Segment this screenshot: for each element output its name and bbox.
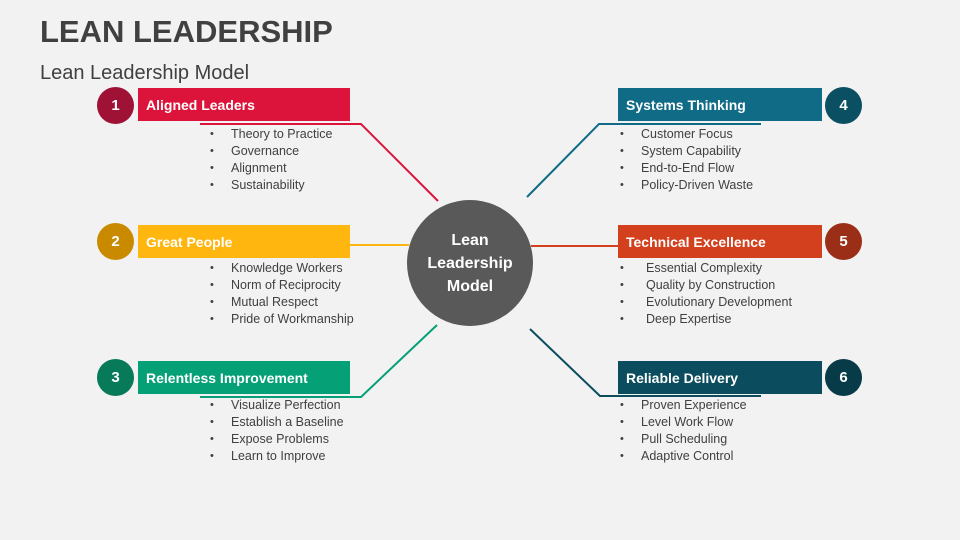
list-item: Proven Experience [620, 397, 747, 414]
list-item: Governance [210, 143, 332, 160]
connector-6 [529, 328, 761, 397]
pillar-2-list: Knowledge Workers Norm of Reciprocity Mu… [210, 260, 354, 328]
list-item: Pride of Workmanship [210, 311, 354, 328]
pillar-1-list: Theory to Practice Governance Alignment … [210, 126, 332, 194]
list-item: Sustainability [210, 177, 332, 194]
list-item: Deep Expertise [620, 311, 792, 328]
list-item: System Capability [620, 143, 753, 160]
slide-subtitle: Lean Leadership Model [40, 62, 250, 84]
list-item: Level Work Flow [620, 414, 747, 431]
list-item: Evolutionary Development [620, 294, 792, 311]
pillar-3-list: Visualize Perfection Establish a Baselin… [210, 397, 344, 465]
pillar-1-title-box: Aligned Leaders [138, 88, 350, 121]
list-item: Norm of Reciprocity [210, 277, 354, 294]
pillar-5-list: Essential Complexity Quality by Construc… [620, 260, 792, 328]
list-item: Mutual Respect [210, 294, 354, 311]
pillar-1-number-badge: 1 [97, 87, 134, 124]
list-item: Expose Problems [210, 431, 344, 448]
list-item: Quality by Construction [620, 277, 792, 294]
pillar-3-title-box: Relentless Improvement [138, 361, 350, 394]
pillar-6-number-badge: 6 [825, 359, 862, 396]
slide-title: LEAN LEADERSHIP [40, 14, 333, 49]
pillar-2-title-box: Great People [138, 225, 350, 258]
pillar-4-number-badge: 4 [825, 87, 862, 124]
list-item: Knowledge Workers [210, 260, 354, 277]
hub-circle: Lean Leadership Model [407, 200, 533, 326]
list-item: Theory to Practice [210, 126, 332, 143]
list-item: Essential Complexity [620, 260, 792, 277]
pillar-5-number-badge: 5 [825, 223, 862, 260]
connector-4 [526, 123, 761, 198]
pillar-5-title-box: Technical Excellence [618, 225, 822, 258]
list-item: Visualize Perfection [210, 397, 344, 414]
list-item: Policy-Driven Waste [620, 177, 753, 194]
list-item: Alignment [210, 160, 332, 177]
connector-1 [200, 123, 439, 202]
list-item: End-to-End Flow [620, 160, 753, 177]
pillar-3-number-badge: 3 [97, 359, 134, 396]
pillar-4-list: Customer Focus System Capability End-to-… [620, 126, 753, 194]
list-item: Establish a Baseline [210, 414, 344, 431]
pillar-2-number-badge: 2 [97, 223, 134, 260]
list-item: Pull Scheduling [620, 431, 747, 448]
pillar-4-title-box: Systems Thinking [618, 88, 822, 121]
list-item: Customer Focus [620, 126, 753, 143]
list-item: Adaptive Control [620, 448, 747, 465]
pillar-6-list: Proven Experience Level Work Flow Pull S… [620, 397, 747, 465]
pillar-6-title-box: Reliable Delivery [618, 361, 822, 394]
list-item: Learn to Improve [210, 448, 344, 465]
